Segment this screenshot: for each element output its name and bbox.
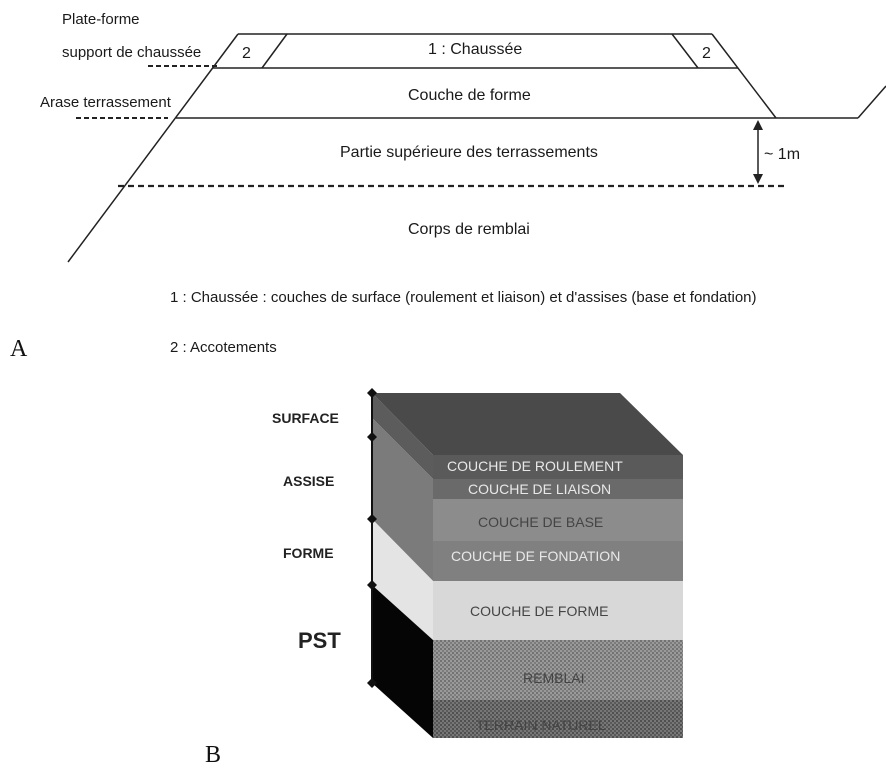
layer-terrain xyxy=(433,700,683,738)
panel-letter-b: B xyxy=(205,742,221,768)
side-label-surface: SURFACE xyxy=(272,410,339,426)
label-plateforme-line2: support de chaussée xyxy=(62,44,201,61)
block-side-pst xyxy=(372,585,433,738)
label-plateforme-line1: Plate-forme xyxy=(62,11,140,28)
cross-section-diagram: Plate-forme support de chaussée Arase te… xyxy=(10,11,886,362)
label-layer-base: COUCHE DE BASE xyxy=(478,514,603,530)
layer-roulement xyxy=(433,455,683,479)
label-arase: Arase terrassement xyxy=(40,94,172,111)
label-layer-fondation: COUCHE DE FONDATION xyxy=(451,548,620,564)
scale-marker-1 xyxy=(367,388,377,398)
layer-block-diagram: COUCHE DE ROULEMENT COUCHE DE LIAISON CO… xyxy=(205,388,683,768)
depth-arrow-head-top xyxy=(753,120,763,130)
block-side-forme xyxy=(372,519,433,640)
embankment-slope-left xyxy=(67,33,239,263)
natural-ground-right xyxy=(857,85,886,119)
layer-base xyxy=(433,499,683,541)
shoulder-divider-right xyxy=(671,33,699,69)
side-label-forme: FORME xyxy=(283,545,334,561)
label-layer-terrain: TERRAIN NATUREL xyxy=(476,717,606,733)
block-side-assise xyxy=(372,418,433,581)
label-couche-forme: Couche de forme xyxy=(408,87,531,104)
block-top xyxy=(372,393,683,455)
depth-arrow-head-bottom xyxy=(753,174,763,184)
scale-marker-4 xyxy=(367,580,377,590)
scale-marker-2 xyxy=(367,432,377,442)
panel-letter-a: A xyxy=(10,336,28,362)
label-chaussee: 1 : Chaussée xyxy=(428,41,522,58)
label-shoulder-right: 2 xyxy=(702,45,711,62)
layer-liaison xyxy=(433,479,683,499)
label-shoulder-left: 2 xyxy=(242,45,251,62)
label-layer-forme: COUCHE DE FORME xyxy=(470,603,608,619)
shoulder-divider-left xyxy=(261,33,288,69)
scale-marker-5 xyxy=(367,678,377,688)
legend-accotements: 2 : Accotements xyxy=(170,339,277,356)
label-layer-remblai: REMBLAI xyxy=(523,670,584,686)
side-label-assise: ASSISE xyxy=(283,473,334,489)
label-corps-remblai: Corps de remblai xyxy=(408,221,530,238)
block-side-surface xyxy=(372,393,433,479)
label-layer-liaison: COUCHE DE LIAISON xyxy=(468,481,611,497)
label-layer-roulement: COUCHE DE ROULEMENT xyxy=(447,458,623,474)
layer-fondation xyxy=(433,541,683,581)
scale-marker-3 xyxy=(367,514,377,524)
legend-chaussee: 1 : Chaussée : couches de surface (roule… xyxy=(170,289,757,306)
label-depth: ~ 1m xyxy=(764,146,800,163)
embankment-slope-right xyxy=(711,33,777,119)
layer-remblai xyxy=(433,640,683,700)
side-label-pst: PST xyxy=(298,628,341,653)
layer-forme xyxy=(433,581,683,640)
label-pst: Partie supérieure des terrassements xyxy=(340,144,598,161)
